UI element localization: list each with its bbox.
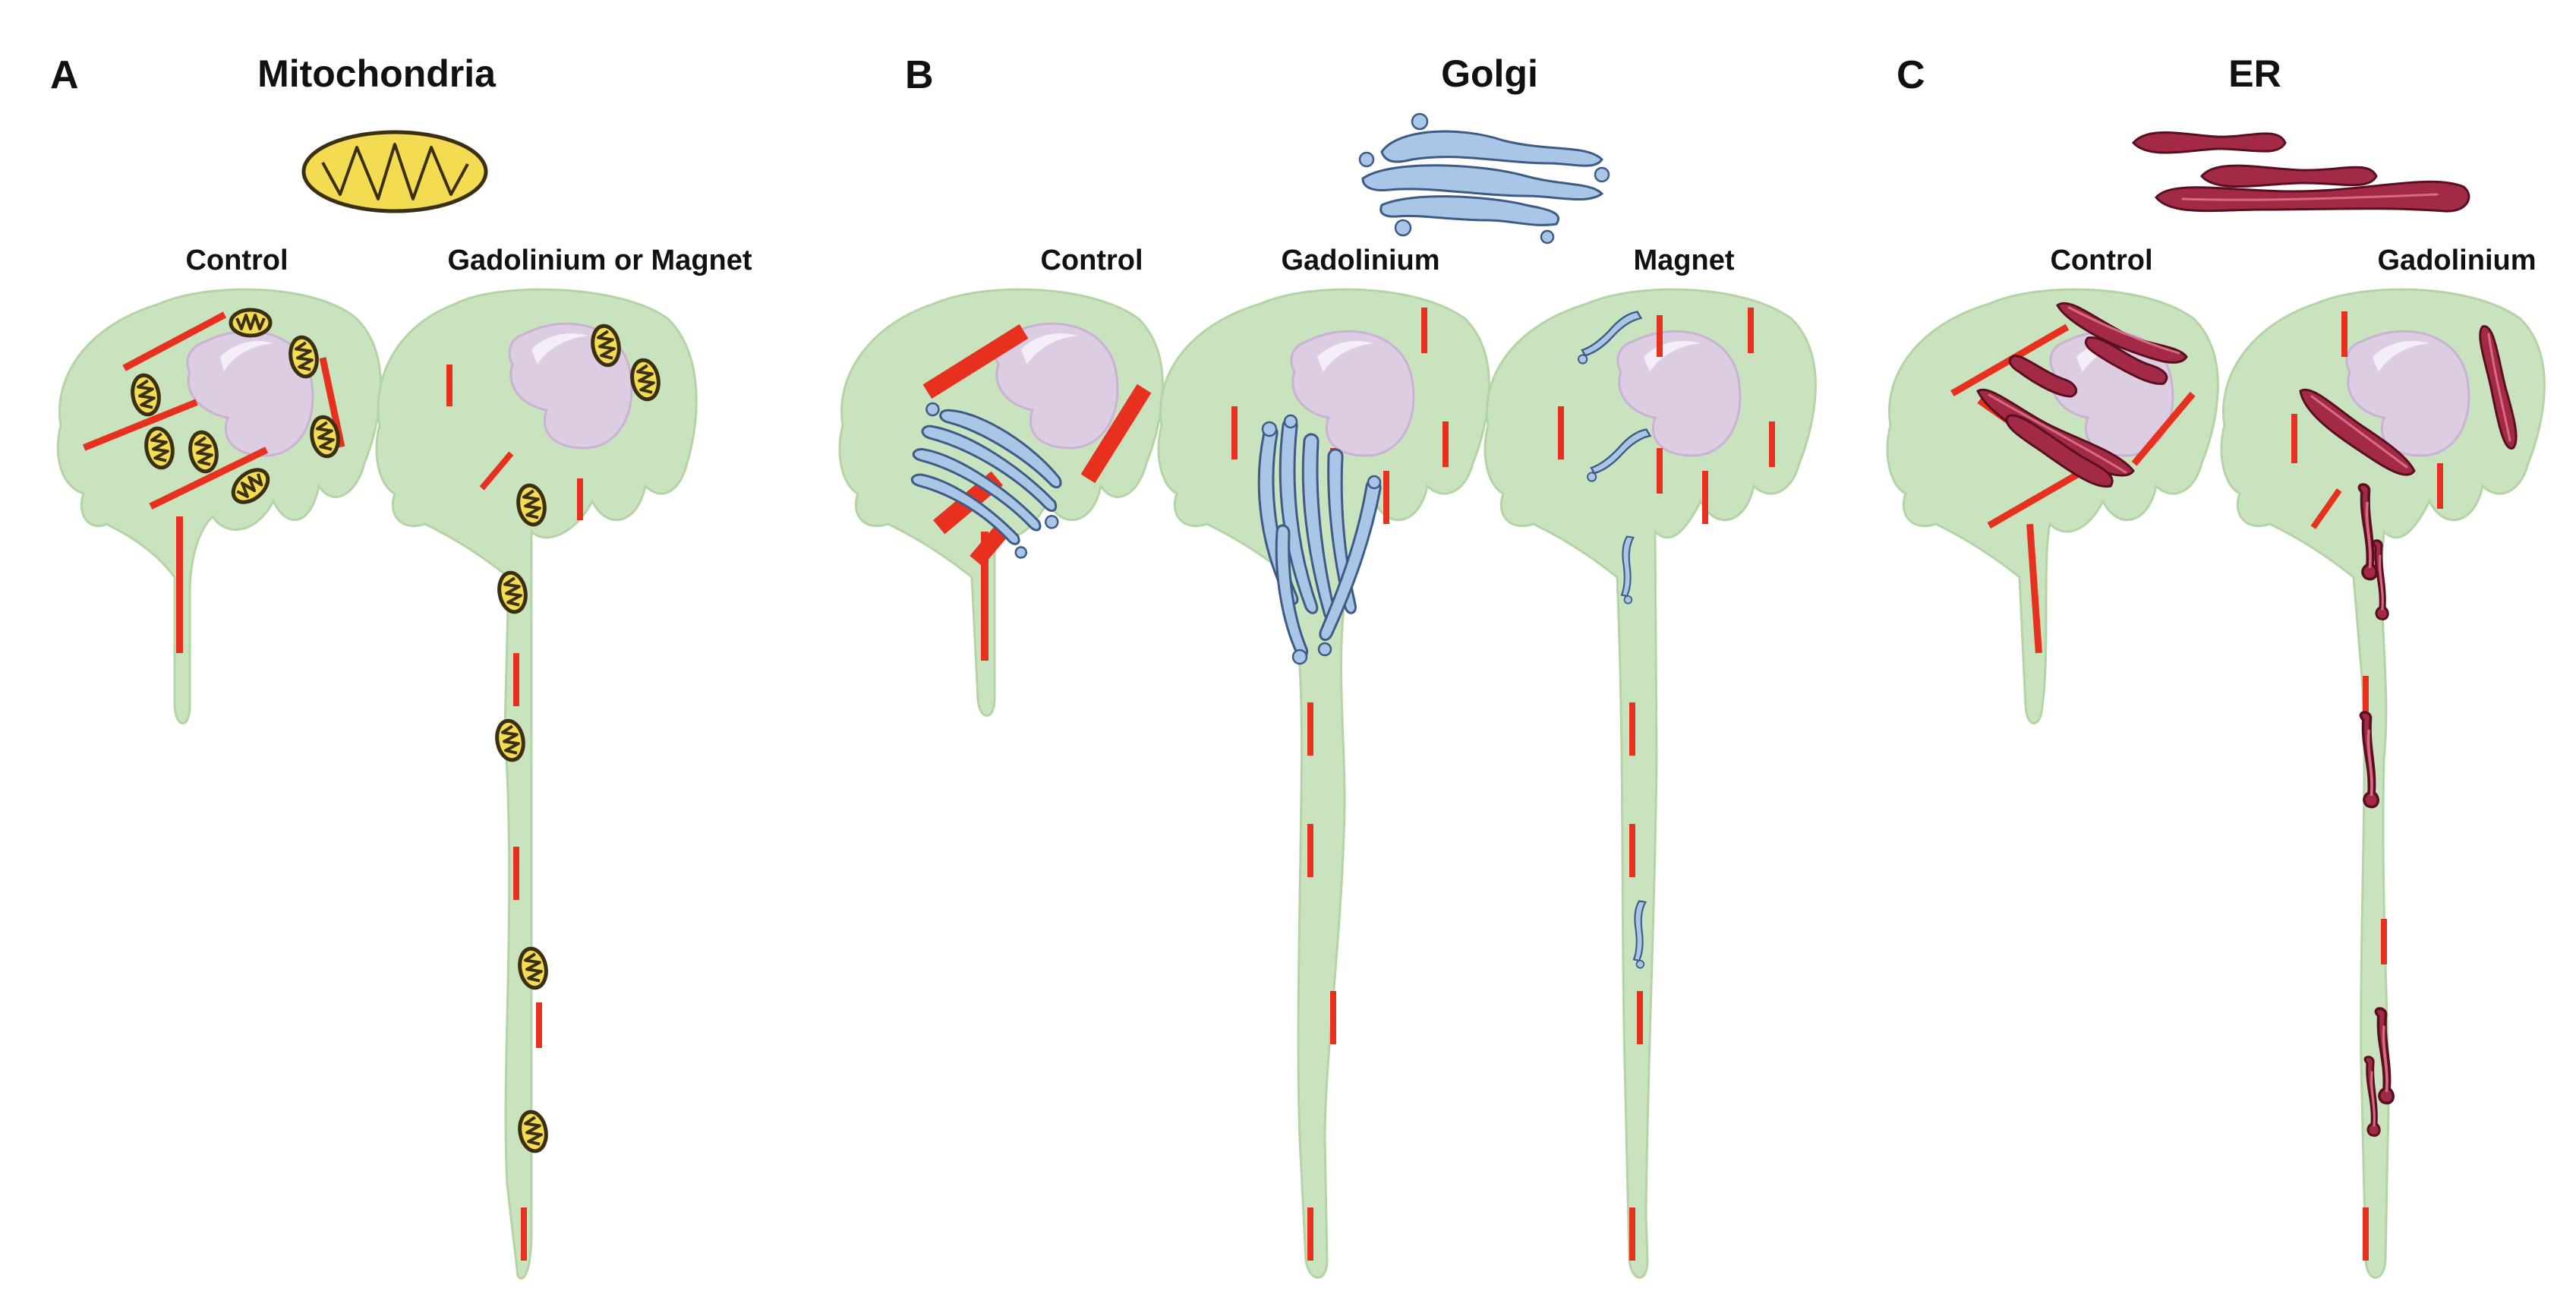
panel-a-treated-cell — [375, 288, 698, 1280]
panel-b-gadolinium-cell — [1157, 288, 1490, 1279]
panel-c-gadolinium-cell — [2220, 288, 2546, 1279]
panel-c-control-cell — [1886, 288, 2219, 724]
panel-a-title: Mitochondria — [257, 52, 497, 95]
golgi-title-icon — [1358, 112, 1610, 245]
panel-b-control-cell — [838, 288, 1164, 717]
panel-b-magnet-cell — [1483, 288, 1817, 1279]
panel-b-letter: B — [905, 53, 934, 97]
panel-c: C ER Control Gadolinium — [1886, 52, 2546, 1279]
panel-b-title: Golgi — [1441, 52, 1538, 95]
panel-b-condition-gadolinium: Gadolinium — [1282, 245, 1440, 276]
panel-c-condition-control: Control — [2050, 245, 2152, 276]
panel-c-title: ER — [2228, 52, 2281, 95]
er-title-icon — [2131, 131, 2470, 213]
panel-a-condition-treated: Gadolinium or Magnet — [447, 245, 752, 276]
panel-a-condition-control: Control — [185, 245, 288, 276]
panel-b-condition-magnet: Magnet — [1634, 245, 1735, 276]
panel-a-letter: A — [50, 53, 79, 97]
panel-b: B Golgi Control Gadolinium Magnet — [838, 52, 1817, 1279]
panel-b-condition-control: Control — [1040, 245, 1143, 276]
panel-c-condition-gadolinium: Gadolinium — [2378, 245, 2537, 276]
panel-a-control-cell — [56, 288, 382, 724]
mitochondrion-title-icon — [301, 130, 488, 213]
mitochondrion — [231, 310, 270, 336]
panel-c-letter: C — [1897, 53, 1925, 97]
panel-a: A Mitochondria Control Gadolinium or Mag… — [50, 52, 752, 1280]
